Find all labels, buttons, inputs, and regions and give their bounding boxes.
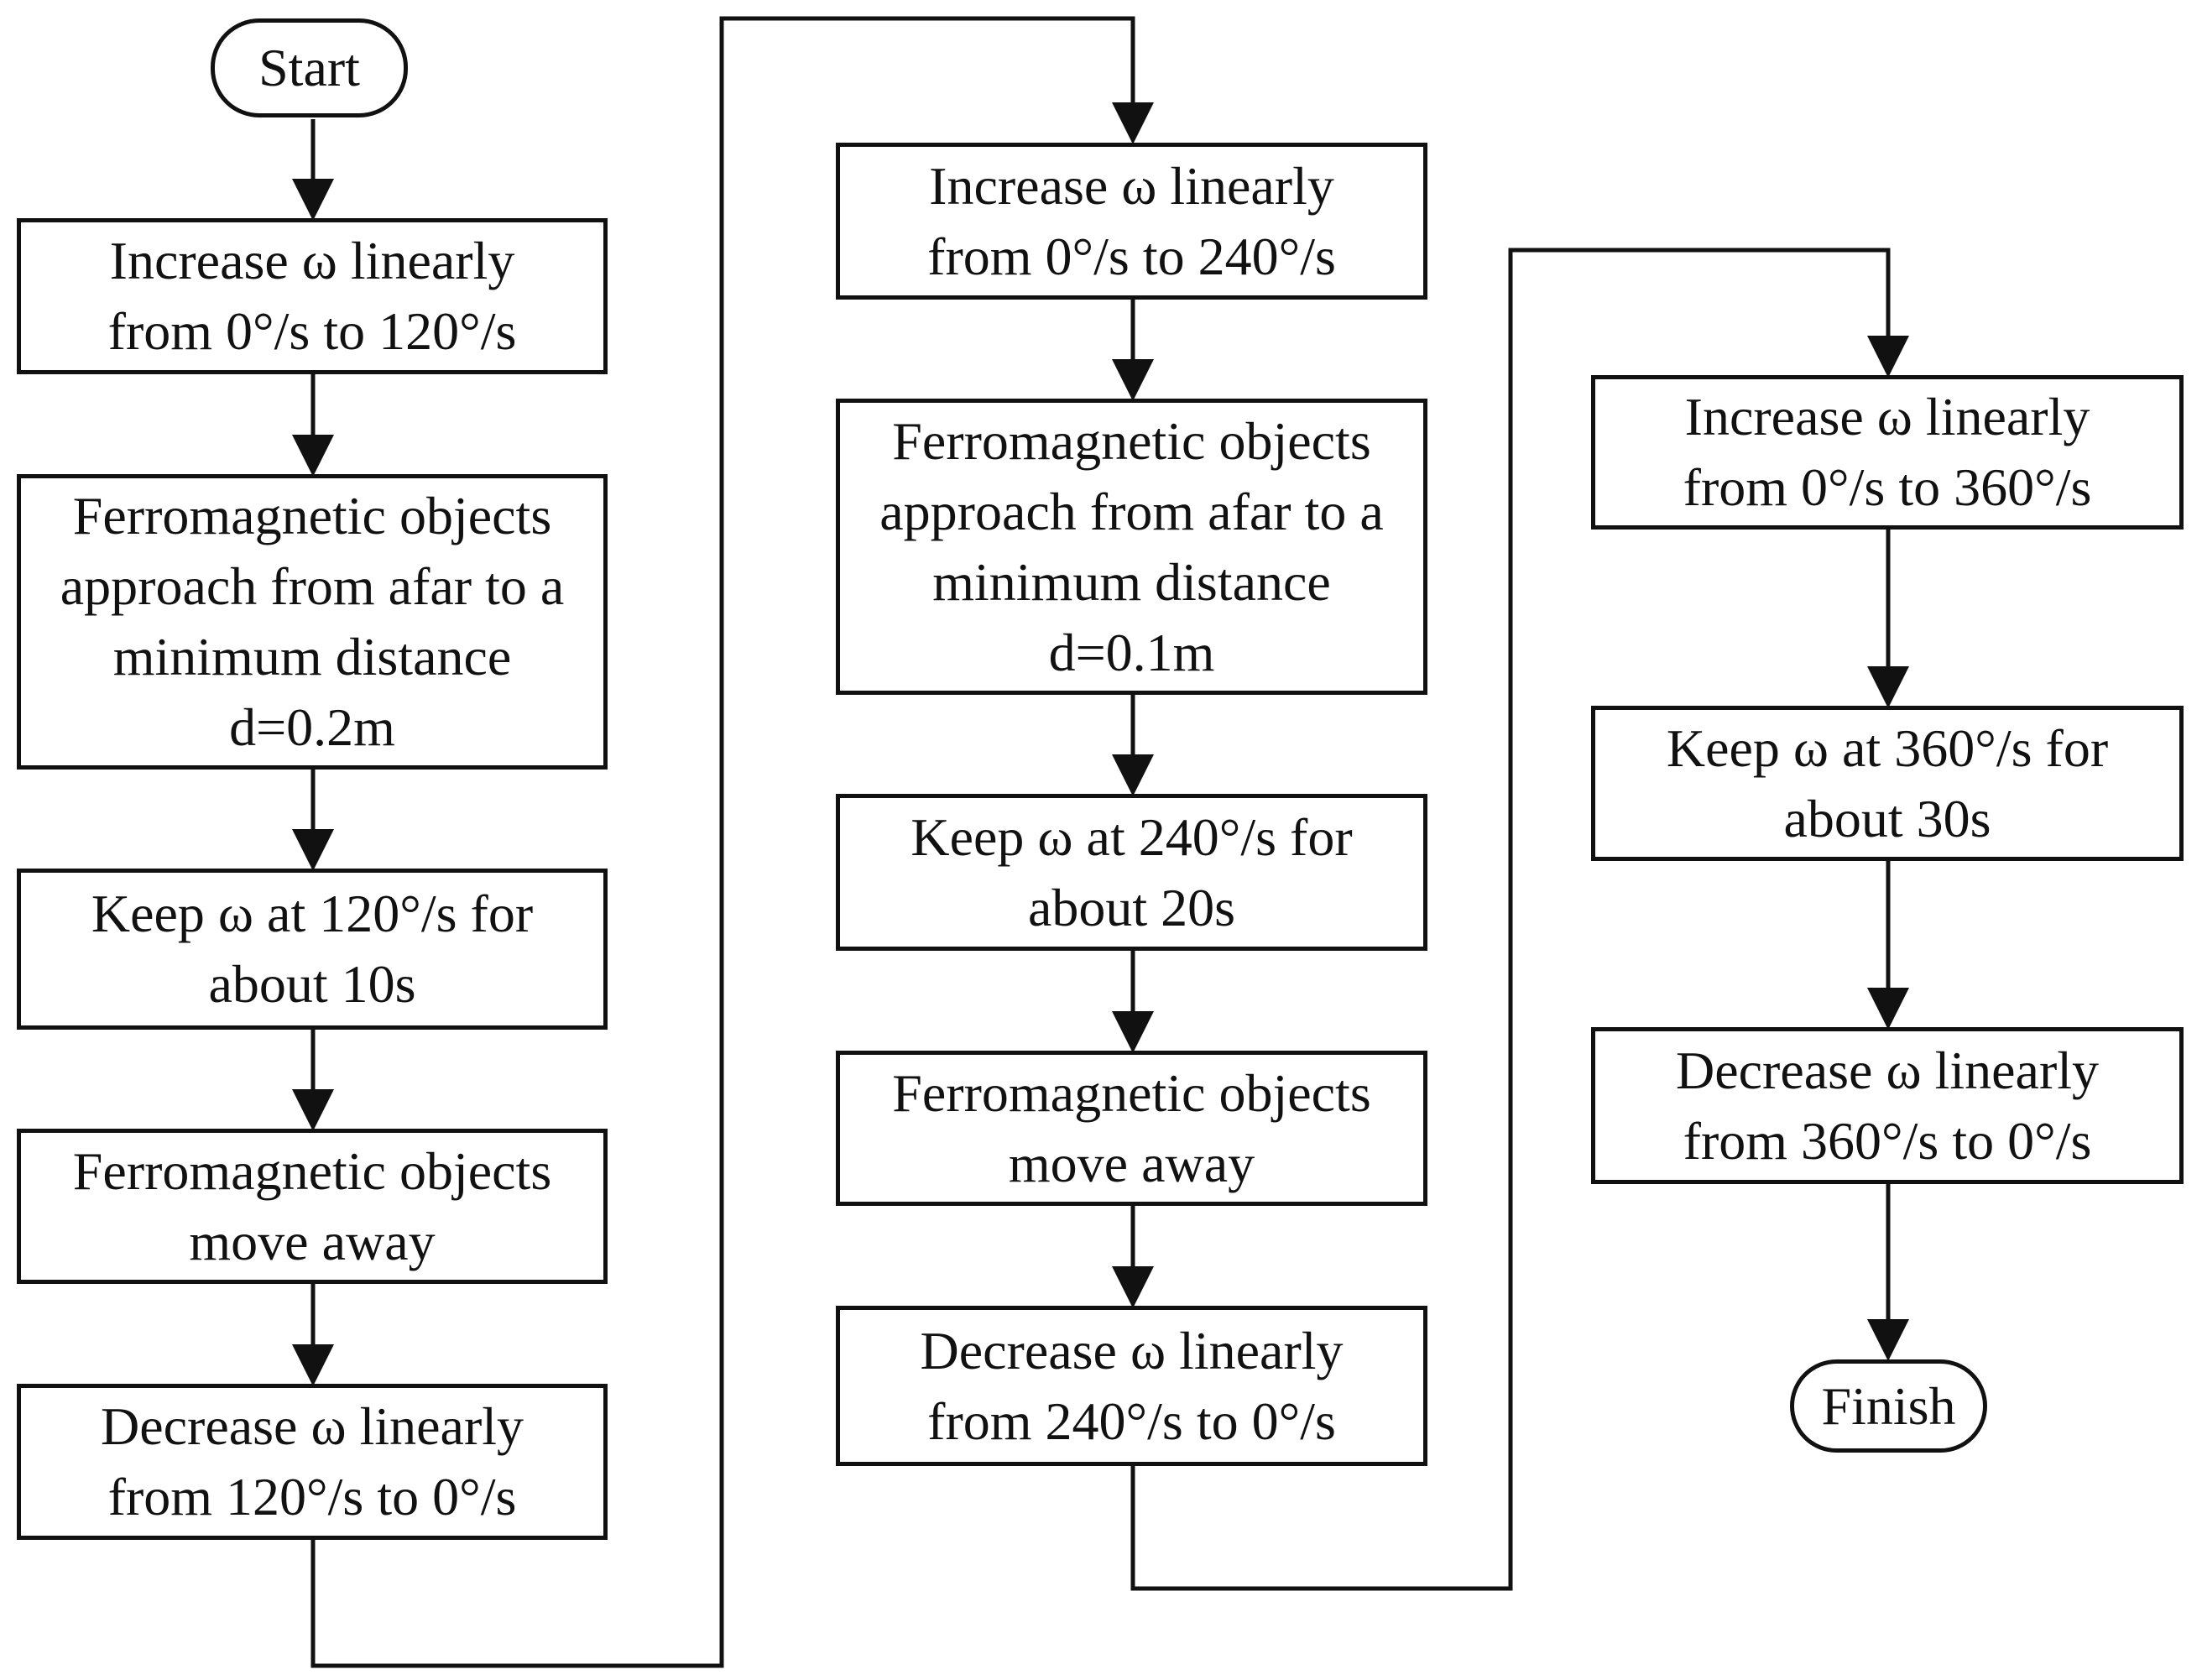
c1-keep-line1: Keep ω at 120°/s for xyxy=(91,884,534,943)
c2-approach-box: Ferromagnetic objects approach from afar… xyxy=(836,399,1427,695)
c1-approach-line1: Ferromagnetic objects xyxy=(72,486,552,545)
c1-increase-box: Increase ω linearly from 0°/s to 120°/s xyxy=(17,218,608,374)
c3-increase-box: Increase ω linearly from 0°/s to 360°/s xyxy=(1591,375,2184,530)
c2-keep-line2: about 20s xyxy=(1027,877,1236,937)
c2-keep-line1: Keep ω at 240°/s for xyxy=(911,806,1353,867)
c2-move-away-line1: Ferromagnetic objects xyxy=(892,1062,1371,1123)
c1-decrease-line2: from 120°/s to 0°/s xyxy=(107,1467,517,1526)
c2-increase-box: Increase ω linearly from 0°/s to 240°/s xyxy=(836,143,1427,300)
start-label: Start xyxy=(258,38,360,97)
c1-approach-line3: minimum distance xyxy=(112,627,512,686)
c1-decrease-line1: Decrease ω linearly xyxy=(100,1396,524,1456)
c3-keep-line2: about 30s xyxy=(1783,788,1991,848)
c2-approach-line4: d=0.1m xyxy=(1048,622,1215,682)
c1-move-away-box: Ferromagnetic objects move away xyxy=(17,1129,608,1284)
c3-decrease-box: Decrease ω linearly from 360°/s to 0°/s xyxy=(1591,1027,2184,1184)
connector-c1-to-c2 xyxy=(310,16,1154,1668)
c2-move-away-box: Ferromagnetic objects move away xyxy=(836,1051,1427,1206)
c1-approach-line4: d=0.2m xyxy=(229,697,395,757)
c1-move-away-line2: move away xyxy=(189,1211,436,1271)
c3-increase-line2: from 0°/s to 360°/s xyxy=(1683,457,2092,517)
c2-approach-line2: approach from afar to a xyxy=(879,481,1384,541)
c1-keep-line2: about 10s xyxy=(208,954,416,1014)
c1-move-away-line1: Ferromagnetic objects xyxy=(72,1140,552,1201)
c2-decrease-line1: Decrease ω linearly xyxy=(920,1320,1344,1380)
finish-label: Finish xyxy=(1821,1375,1956,1436)
c2-keep-box: Keep ω at 240°/s for about 20s xyxy=(836,794,1427,951)
c3-decrease-line1: Decrease ω linearly xyxy=(1675,1040,2100,1100)
c2-approach-line3: minimum distance xyxy=(932,551,1331,612)
c1-increase-line1: Increase ω linearly xyxy=(109,231,515,290)
c2-decrease-box: Decrease ω linearly from 240°/s to 0°/s xyxy=(836,1306,1427,1466)
c1-approach-box: Ferromagnetic objects approach from afar… xyxy=(17,474,608,770)
c3-keep-box: Keep ω at 360°/s for about 30s xyxy=(1591,706,2184,861)
c3-keep-line1: Keep ω at 360°/s for xyxy=(1666,717,2109,778)
c2-increase-line2: from 0°/s to 240°/s xyxy=(927,226,1336,286)
c2-decrease-line2: from 240°/s to 0°/s xyxy=(927,1390,1336,1451)
c1-keep-box: Keep ω at 120°/s for about 10s xyxy=(17,869,608,1030)
c1-increase-line2: from 0°/s to 120°/s xyxy=(107,301,517,361)
c2-increase-line1: Increase ω linearly xyxy=(929,155,1334,216)
c2-move-away-line2: move away xyxy=(1008,1133,1255,1193)
start-terminal: Start xyxy=(211,18,408,117)
finish-terminal: Finish xyxy=(1790,1359,1987,1453)
c1-decrease-box: Decrease ω linearly from 120°/s to 0°/s xyxy=(17,1384,608,1540)
c1-approach-line2: approach from afar to a xyxy=(60,556,565,616)
connector-c2-to-c3 xyxy=(1130,248,1909,1591)
c2-approach-line1: Ferromagnetic objects xyxy=(892,410,1371,471)
c3-decrease-line2: from 360°/s to 0°/s xyxy=(1683,1110,2092,1171)
c3-increase-line1: Increase ω linearly xyxy=(1684,387,2090,446)
